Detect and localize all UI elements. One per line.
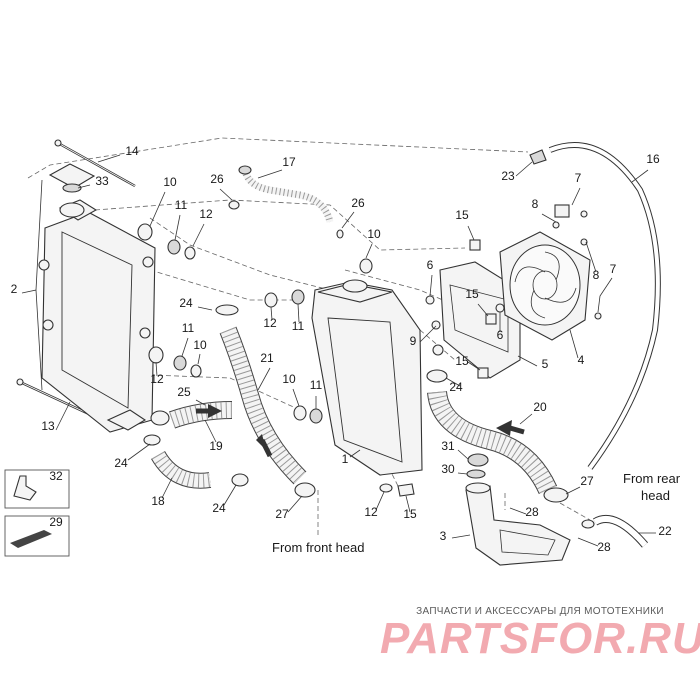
callout-14: 14 <box>125 144 139 158</box>
bolt-14 <box>54 139 136 188</box>
callout-9: 9 <box>410 334 417 348</box>
inset-part-32 <box>4 469 70 509</box>
callout-17: 17 <box>282 155 296 169</box>
hose-22 <box>581 514 649 548</box>
hose-16 <box>529 142 661 470</box>
right-radiator <box>264 258 423 497</box>
callout-29: 29 <box>49 515 63 529</box>
callout-25: 25 <box>177 385 191 399</box>
caption-front-head: From front head <box>272 540 365 555</box>
callout-27: 27 <box>580 474 594 488</box>
callout-10: 10 <box>193 338 207 352</box>
callout-15: 15 <box>403 507 417 521</box>
callout-22: 22 <box>658 524 672 538</box>
callout-13: 13 <box>41 419 55 433</box>
cooling-fan <box>499 204 602 341</box>
callout-8: 8 <box>532 197 539 211</box>
callout-23: 23 <box>501 169 515 183</box>
fan-shroud <box>425 239 521 379</box>
callout-11: 11 <box>175 198 188 212</box>
callout-26: 26 <box>351 196 365 210</box>
callout-24: 24 <box>114 456 128 470</box>
callout-27: 27 <box>275 507 289 521</box>
caption-rear-head-line1: From rear <box>623 471 681 486</box>
callout-3: 3 <box>440 529 447 543</box>
callout-16: 16 <box>646 152 660 166</box>
callout-30: 30 <box>441 462 455 476</box>
callout-26: 26 <box>210 172 224 186</box>
callout-6: 6 <box>427 258 434 272</box>
callout-28: 28 <box>525 505 539 519</box>
radiator-cap <box>48 163 96 193</box>
callout-33: 33 <box>95 174 109 188</box>
callout-12: 12 <box>364 505 378 519</box>
callout-20: 20 <box>533 400 547 414</box>
callout-12: 12 <box>150 372 164 386</box>
callout-18: 18 <box>151 494 165 508</box>
callout-24: 24 <box>212 501 226 515</box>
callout-28: 28 <box>597 540 611 554</box>
inset-part-29 <box>4 515 70 557</box>
hose-20 <box>426 369 569 503</box>
hose-19 <box>143 401 233 446</box>
callout-7: 7 <box>610 262 617 276</box>
callout-1: 1 <box>342 452 349 466</box>
callout-15: 15 <box>455 208 469 222</box>
callout-32: 32 <box>49 469 63 483</box>
left-radiator <box>38 199 156 433</box>
left-fasteners <box>137 200 344 378</box>
callout-11: 11 <box>182 321 195 335</box>
water-pump-housing <box>465 453 571 566</box>
callout-24: 24 <box>449 380 463 394</box>
hose-21 <box>215 304 316 498</box>
callout-5: 5 <box>542 357 549 371</box>
callout-11: 11 <box>310 378 323 392</box>
callout-15: 15 <box>465 287 479 301</box>
callout-10: 10 <box>367 227 381 241</box>
caption-rear-head-line2: head <box>641 488 670 503</box>
callout-6: 6 <box>497 328 504 342</box>
hose-17 <box>238 165 334 223</box>
callout-10: 10 <box>163 175 177 189</box>
callout-12: 12 <box>199 207 213 221</box>
callout-15: 15 <box>455 354 469 368</box>
callout-8: 8 <box>593 268 600 282</box>
callout-19: 19 <box>209 439 223 453</box>
hose-18 <box>151 450 249 489</box>
callout-7: 7 <box>575 171 582 185</box>
callout-2: 2 <box>11 282 18 296</box>
callout-21: 21 <box>260 351 274 365</box>
callout-12: 12 <box>263 316 277 330</box>
callout-11: 11 <box>292 319 305 333</box>
callout-4: 4 <box>578 353 585 367</box>
callout-31: 31 <box>441 439 455 453</box>
watermark-tagline: ЗАПЧАСТИ И АКСЕССУАРЫ ДЛЯ МОТОТЕХНИКИ <box>416 606 664 617</box>
callout-24: 24 <box>179 296 193 310</box>
watermark-brand: PARTSFOR.RU <box>380 614 700 663</box>
leader-lines <box>21 154 656 547</box>
callout-10: 10 <box>282 372 296 386</box>
